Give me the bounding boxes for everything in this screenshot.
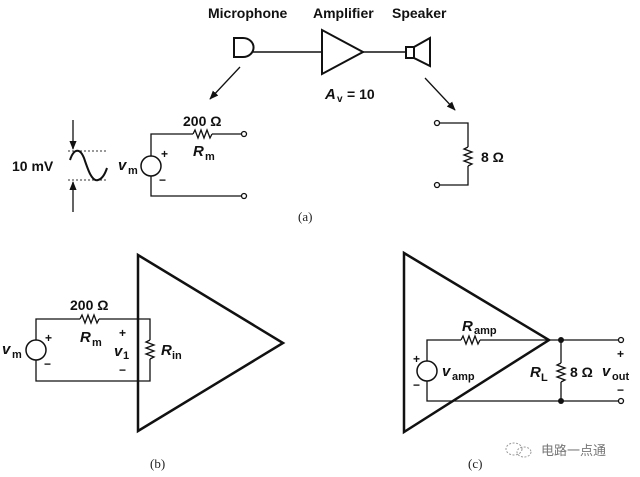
terminal-bottom	[240, 192, 248, 200]
amplitude-label: 10 mV	[12, 158, 54, 174]
microphone-icon	[233, 37, 255, 58]
amplitude-indicator	[68, 120, 108, 212]
rm-symbol: R	[193, 143, 204, 160]
panel-b-circuit	[25, 313, 156, 382]
load-value: 8 Ω	[481, 149, 504, 165]
ramp-symbol: R	[462, 318, 473, 335]
mic-source-circuit	[140, 128, 248, 200]
watermark-text: 电路一点通	[541, 443, 606, 459]
gain-subscript: v	[337, 94, 343, 105]
vm-b-symbol: v	[2, 341, 12, 358]
vm-b-minus: −	[44, 357, 51, 371]
rm-b-value: 200 Ω	[70, 297, 108, 313]
vout-plus: +	[617, 347, 624, 361]
rm-b-subscript: m	[92, 337, 102, 349]
caption-b: (b)	[150, 456, 165, 471]
speaker-zoom-arrow	[424, 77, 456, 111]
vm-subscript: m	[128, 165, 138, 177]
junction-bottom	[558, 398, 564, 404]
vamp-minus: −	[413, 378, 420, 392]
vout-subscript: out	[612, 371, 629, 383]
ramp-subscript: amp	[474, 325, 497, 337]
vamp-subscript: amp	[452, 371, 475, 383]
junction-top	[558, 337, 564, 343]
vm-b-subscript: m	[12, 349, 22, 361]
rl-symbol: R	[530, 364, 541, 381]
speaker-load-circuit	[433, 119, 474, 189]
mic-zoom-arrow	[209, 66, 241, 100]
rm-b-symbol: R	[80, 329, 91, 346]
wechat-icon	[505, 442, 532, 458]
vamp-plus: +	[413, 352, 420, 366]
speaker-icon	[405, 36, 431, 68]
vout-symbol: v	[602, 363, 612, 380]
caption-a: (a)	[298, 209, 312, 224]
v1-subscript: 1	[123, 350, 129, 362]
caption-c: (c)	[468, 456, 482, 471]
source-vamp-icon	[416, 360, 438, 382]
rl-value: 8 Ω	[570, 364, 593, 380]
speaker-label: Speaker	[392, 5, 447, 21]
vamp-symbol: v	[442, 363, 452, 380]
microphone-label: Microphone	[208, 5, 288, 21]
v1-plus: +	[119, 326, 126, 340]
amplifier-b-icon	[136, 252, 286, 434]
vm-symbol: v	[118, 157, 128, 174]
rin-subscript: in	[172, 350, 182, 362]
vm-b-plus: +	[45, 331, 52, 345]
gain-value: = 10	[347, 86, 375, 102]
gain-symbol: A	[324, 86, 336, 103]
vout-terminal-bottom	[617, 397, 625, 405]
v1-minus: −	[119, 363, 126, 377]
source-vm-icon	[25, 339, 47, 361]
vout-terminal-top	[617, 336, 625, 344]
rm-subscript: m	[205, 151, 215, 163]
amplifier-c-icon	[402, 250, 552, 435]
rm-value: 200 Ω	[183, 113, 221, 129]
sine-wave-icon	[69, 149, 108, 182]
rl-subscript: L	[541, 372, 548, 384]
rin-symbol: R	[161, 342, 172, 359]
vm-minus: −	[159, 173, 166, 187]
vm-plus: +	[161, 147, 168, 161]
terminal-top	[240, 130, 248, 138]
amplifier-label: Amplifier	[313, 5, 374, 21]
panel-c-circuit	[416, 334, 625, 405]
amplifier-icon	[321, 28, 366, 76]
voltage-source-icon	[140, 155, 162, 177]
v1-symbol: v	[114, 343, 124, 360]
vout-minus: −	[617, 383, 624, 397]
